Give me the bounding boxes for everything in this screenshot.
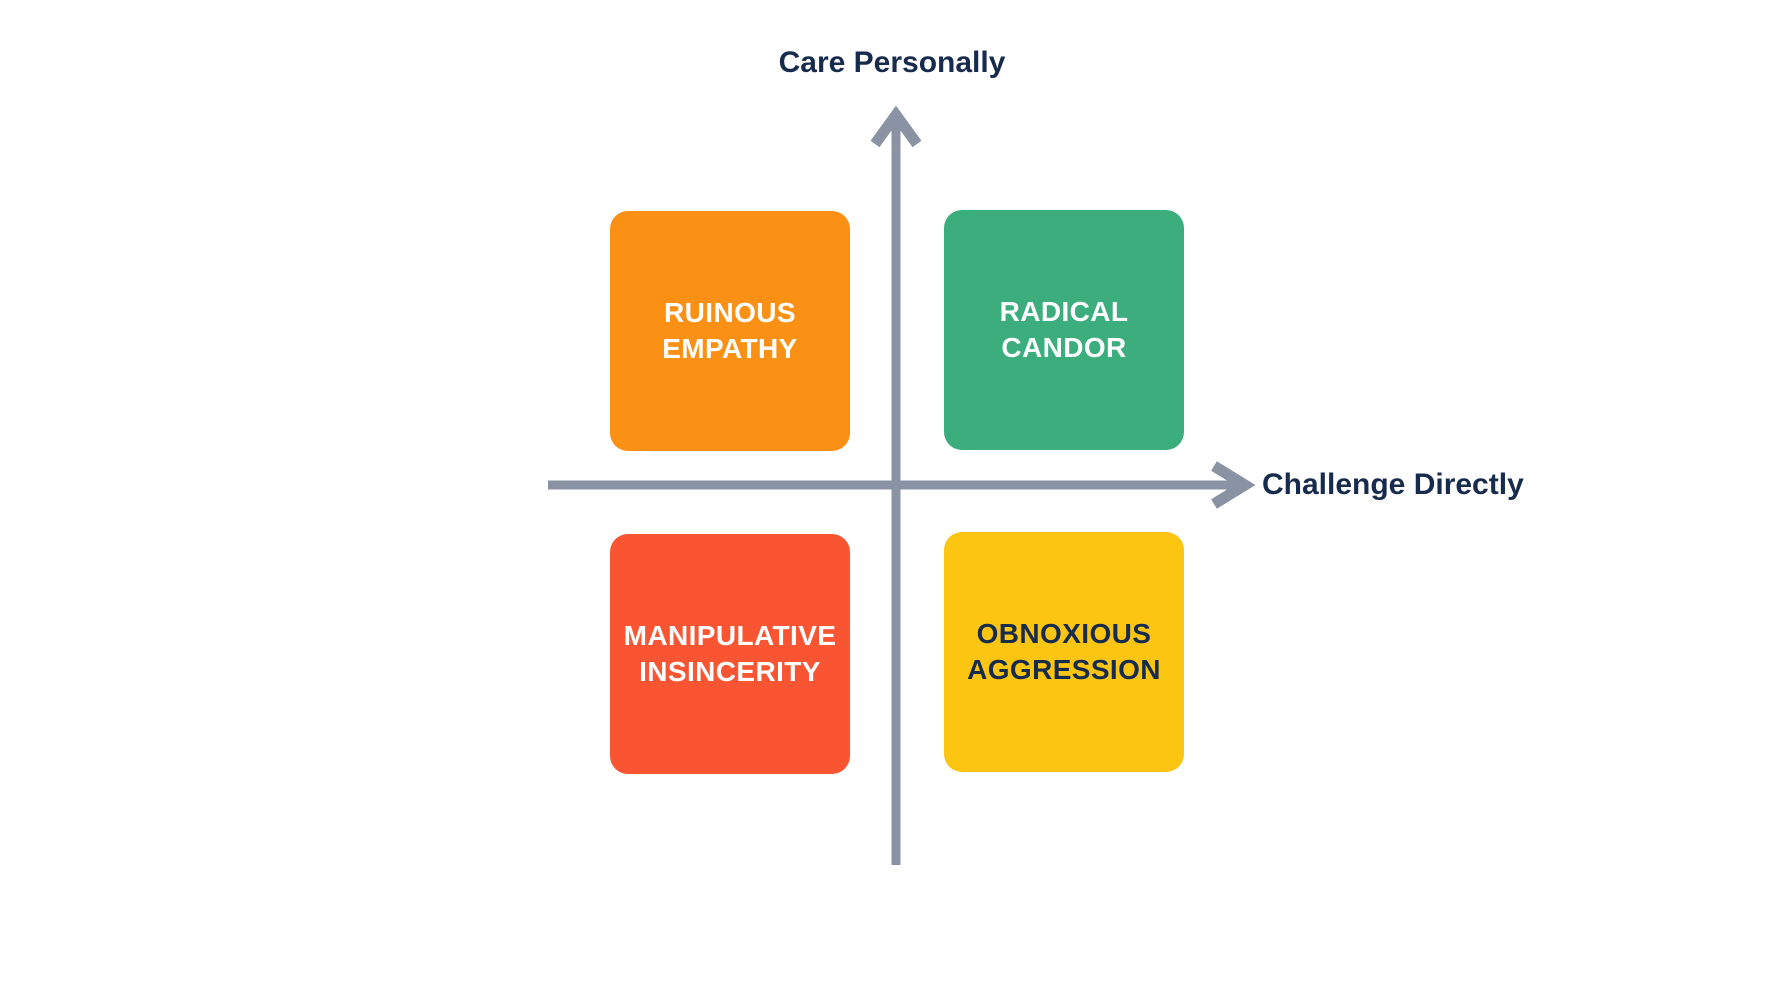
quadrant-manipulative-insincerity: MANIPULATIVE INSINCERITY <box>610 534 850 774</box>
x-axis-arrowhead-icon <box>1211 461 1256 509</box>
y-axis-label: Care Personally <box>778 46 1006 79</box>
x-axis-label: Challenge Directly <box>1262 468 1524 501</box>
quadrant-label-line: AGGRESSION <box>967 654 1161 685</box>
quadrant-ruinous-empathy: RUINOUS EMPATHY <box>610 211 850 451</box>
quadrant-label-line: EMPATHY <box>662 333 798 364</box>
y-axis-arrowhead-icon <box>870 105 922 148</box>
quadrant-label-line: RADICAL <box>999 296 1129 327</box>
quadrant-label-line: INSINCERITY <box>639 656 821 687</box>
quadrant-label-line: RUINOUS <box>664 297 796 328</box>
quadrant-label-line: CANDOR <box>1001 332 1127 363</box>
quadrant-radical-candor: RADICAL CANDOR <box>944 210 1184 450</box>
quadrant-label-line: MANIPULATIVE <box>623 620 837 651</box>
quadrant-label-line: OBNOXIOUS <box>976 618 1152 649</box>
quadrant-obnoxious-aggression: OBNOXIOUS AGGRESSION <box>944 532 1184 772</box>
